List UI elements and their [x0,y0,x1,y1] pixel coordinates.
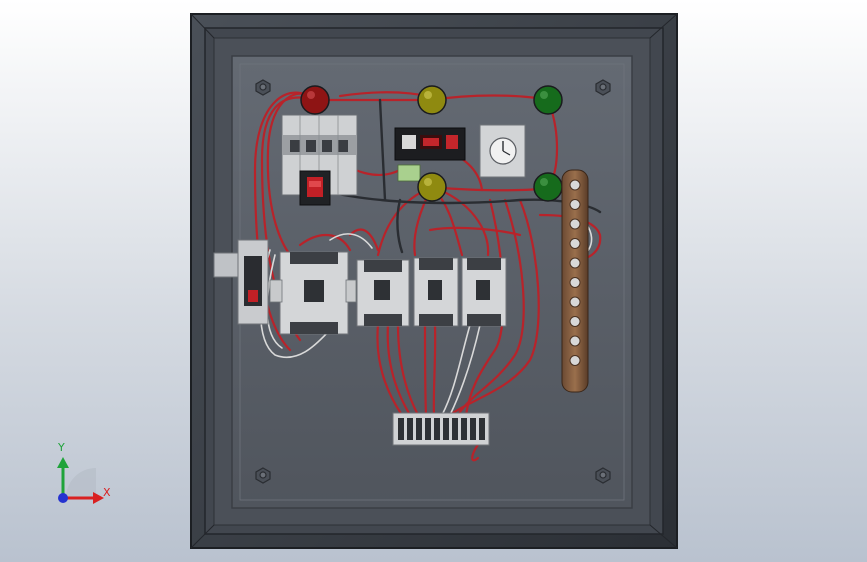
door-switch[interactable] [213,239,269,325]
contactor-1 [269,251,357,335]
terminal-slot [452,418,458,440]
red-indicator-lamp [300,85,330,115]
mounting-screw-bottom-right [595,467,611,484]
terminal-slot [416,418,422,440]
yellow-indicator-lamp-bottom [417,172,447,202]
busbar-screw [569,179,581,191]
axis-triad [57,457,104,504]
terminal-slot [443,418,449,440]
yellow-indicator-lamp-top [417,85,447,115]
digital-relay-module[interactable] [394,127,466,161]
ground-busbar[interactable] [561,169,589,393]
busbar-screw [569,355,581,366]
terminal-slot [461,418,467,440]
timer-relay[interactable] [479,124,526,178]
contactor-3 [413,257,459,327]
busbar-screw [569,199,581,210]
mounting-screw-top-left [255,79,271,96]
green-indicator-lamp-top [533,85,563,115]
contactor-4 [461,257,507,327]
busbar-screw [569,218,581,230]
busbar-screw [569,316,581,327]
terminal-slot [407,418,413,440]
mounting-screws [255,79,611,484]
x-axis-label: X [103,486,111,499]
green-indicator-lamp-bottom [533,172,563,202]
terminal-slot [470,418,476,440]
terminal-slot [398,418,404,440]
red-rocker-switch[interactable] [299,170,331,206]
z-axis-dot [58,493,68,503]
busbar-screw [569,335,581,347]
mounting-screw-top-right [595,79,611,96]
busbar-screw [569,296,581,308]
terminal-slot [425,418,431,440]
contactor-2 [356,259,410,327]
terminal-slot [434,418,440,440]
mounting-screw-bottom-left [255,467,271,484]
terminal-block[interactable] [392,412,490,446]
busbar-screw [569,238,581,249]
relay-base [397,164,421,182]
busbar-screw [569,277,581,288]
y-axis-label: Y [58,441,65,454]
busbar-screw [569,257,581,269]
terminal-slot [479,418,485,440]
indicator-lamps [300,85,563,202]
contactors[interactable] [269,251,507,335]
